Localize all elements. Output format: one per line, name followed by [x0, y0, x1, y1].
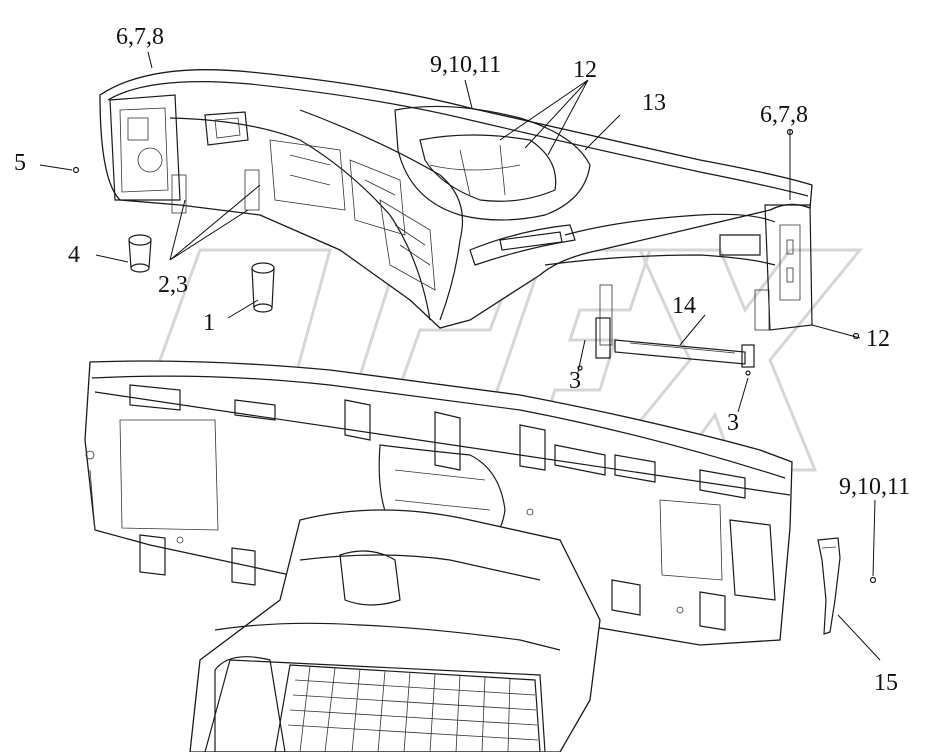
callout-3-left: 3	[569, 368, 581, 394]
callout-4: 4	[68, 242, 80, 268]
callout-6-7-8-right: 6,7,8	[760, 102, 808, 128]
callout-5: 5	[14, 150, 26, 176]
callout-12-right: 12	[866, 326, 890, 352]
bracket-15	[817, 537, 841, 635]
air-duct-1	[251, 262, 275, 313]
callout-15: 15	[874, 670, 898, 696]
callout-14: 14	[672, 293, 696, 319]
center-console	[189, 509, 601, 752]
bracket-14	[595, 317, 755, 368]
air-duct-4	[128, 234, 152, 273]
callout-9-10-11-top: 9,10,11	[430, 52, 501, 78]
dashboard-cover	[99, 69, 813, 346]
callout-labels: 6,7,8 9,10,11 12 13 6,7,8 5 4 2,3 1 14 1…	[14, 24, 910, 696]
callout-6-7-8-top: 6,7,8	[116, 24, 164, 50]
screw-3-left	[577, 365, 583, 371]
screw-9-10-11-lower	[869, 576, 877, 584]
screw-5	[72, 166, 80, 174]
callout-13: 13	[642, 90, 666, 116]
callout-2-3: 2,3	[158, 272, 188, 298]
callout-9-10-11-right: 9,10,11	[839, 474, 910, 500]
leader-lines	[39, 51, 881, 661]
callout-12-top: 12	[573, 57, 597, 83]
screw-3-right	[745, 370, 751, 376]
callout-1: 1	[203, 310, 215, 336]
callout-3-right: 3	[727, 410, 739, 436]
